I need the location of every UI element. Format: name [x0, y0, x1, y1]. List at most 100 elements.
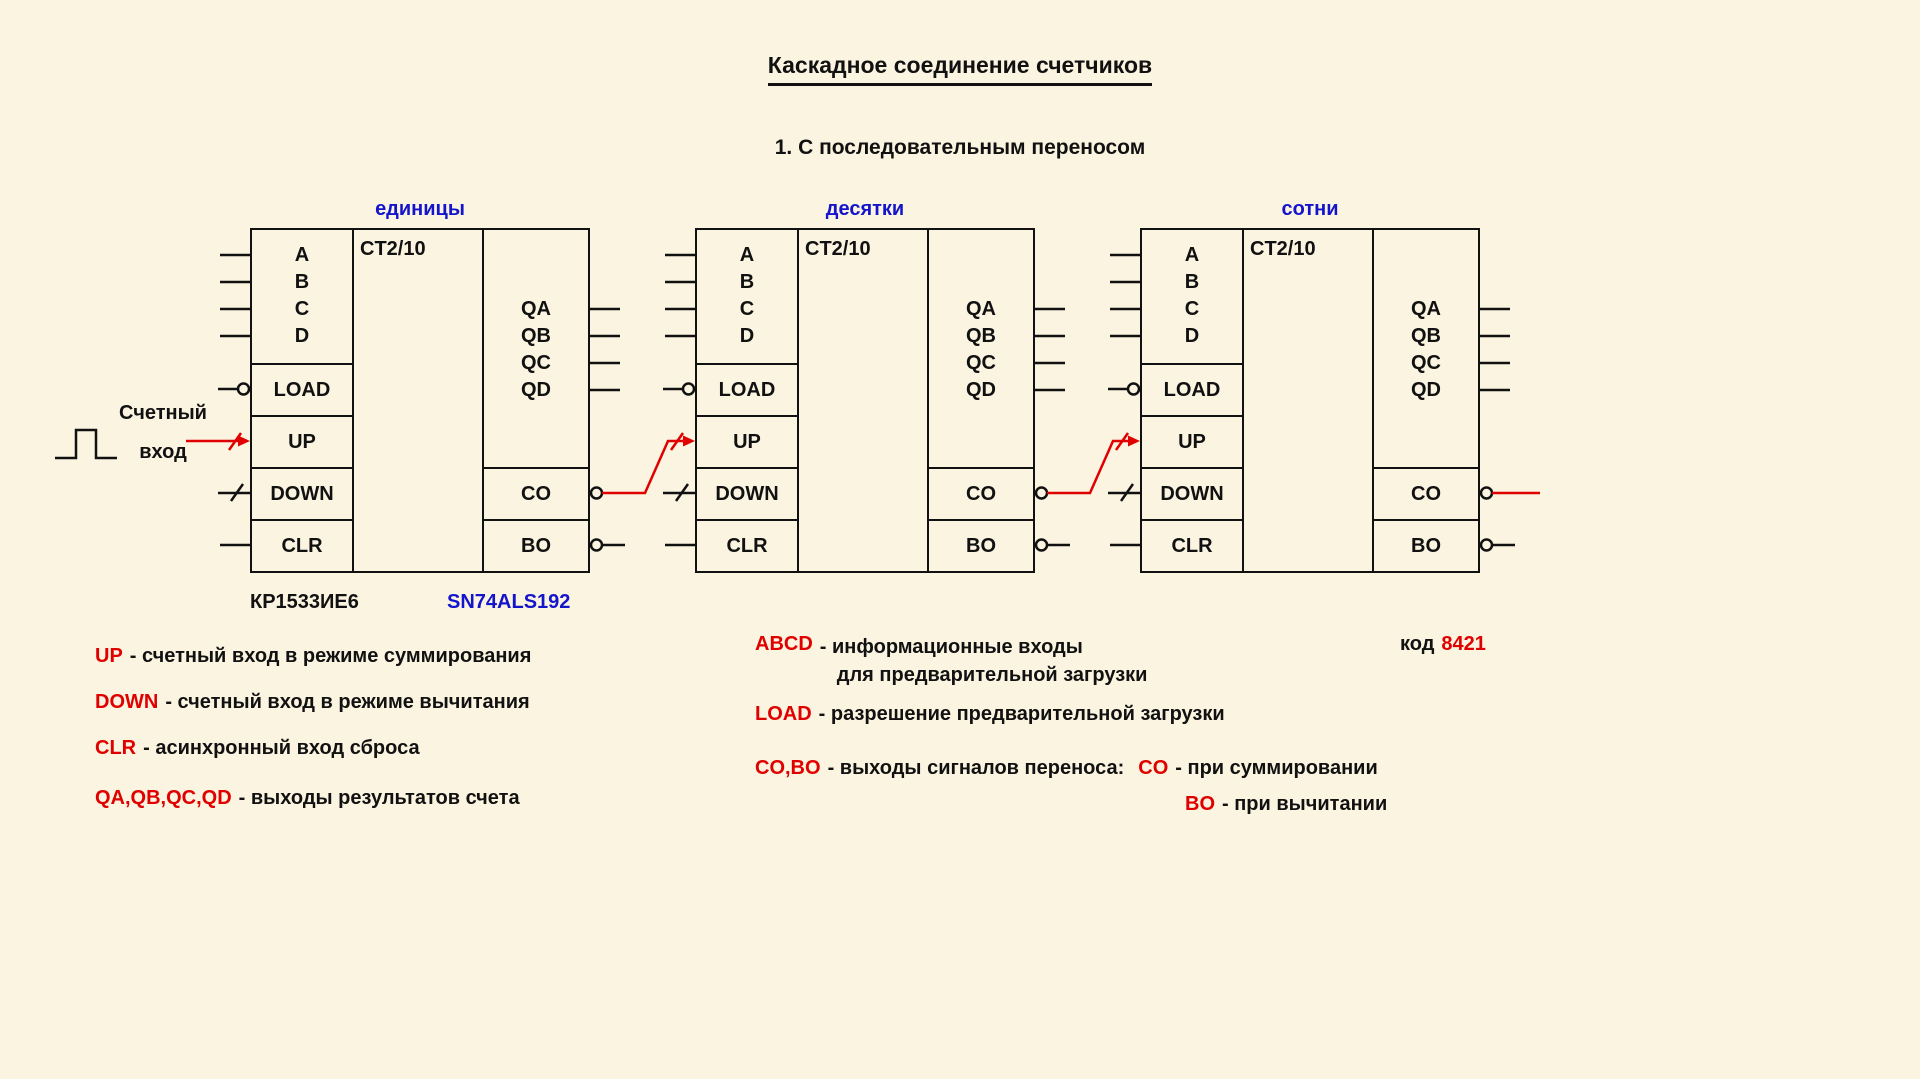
pin-cell-down: DOWN	[697, 467, 797, 519]
clock-input-label-line1: Счетный	[119, 402, 207, 424]
legend-term: QA,QB,QC,QD	[95, 787, 232, 809]
pin-label-bo: BO	[521, 534, 551, 557]
code-note: код 8421	[1400, 633, 1486, 656]
pin-label-qd: QD	[1411, 379, 1441, 401]
pin-cell-bo: BO	[929, 519, 1033, 571]
chip-group-label: сотни	[1281, 198, 1339, 220]
pin-label-qc: QC	[521, 352, 551, 374]
pin-cell-load: LOAD	[252, 363, 352, 415]
co-invert-bubble	[589, 486, 604, 500]
pin-label-c: C	[1184, 298, 1200, 320]
pin-cell-up: UP	[1142, 415, 1242, 467]
chip-group-label: десятки	[825, 198, 905, 220]
data-input-labels: A B C D	[1142, 242, 1242, 350]
pin-label-b: B	[739, 271, 755, 293]
load-invert-bubble	[681, 382, 696, 396]
legend-clr: CLR - асинхронный вход сброса	[95, 737, 420, 760]
pin-label-clr: CLR	[726, 534, 768, 557]
code-note-value: 8421	[1441, 633, 1486, 655]
counter-chip-units: единицы CT2/10 A B C D LOAD UP DOWN CLR …	[250, 198, 590, 573]
legend-bo-term: BO	[1185, 793, 1215, 815]
pin-label-qd: QD	[966, 379, 996, 401]
legend-term: ABCD	[755, 633, 813, 655]
pin-label-co: CO	[1411, 482, 1441, 505]
legend-up: UP- счетный вход в режиме суммирования	[95, 645, 531, 668]
chip-type-label: CT2/10	[1250, 238, 1316, 260]
legend-term: LOAD	[755, 703, 812, 725]
legend-term: CLR	[95, 737, 137, 759]
arrowhead-hundreds-up	[1128, 435, 1140, 447]
pin-label-down: DOWN	[270, 482, 334, 505]
pin-label-load: LOAD	[718, 378, 776, 401]
chip-outline: CT2/10 A B C D LOAD UP DOWN CLR QA QB QC…	[695, 228, 1035, 573]
legend-co-desc: - при суммировании	[1175, 757, 1378, 779]
chip-right-divider	[927, 230, 929, 571]
load-invert-bubble	[1126, 382, 1141, 396]
carry-wire-tens-to-hundreds	[1047, 439, 1128, 495]
counter-chip-tens: десятки CT2/10 A B C D LOAD UP DOWN CLR …	[695, 198, 1035, 573]
page-title: Каскадное соединение счетчиков	[0, 52, 1920, 86]
down-edge-slash	[674, 483, 690, 502]
pin-cell-clr: CLR	[1142, 519, 1242, 571]
legend-down: DOWN - счетный вход в режиме вычитания	[95, 691, 530, 714]
pin-label-a: A	[294, 244, 310, 266]
legend-q-outputs: QA,QB,QC,QD - выходы результатов счета	[95, 787, 520, 810]
counter-chip-hundreds: сотни CT2/10 A B C D LOAD UP DOWN CLR QA…	[1140, 198, 1480, 573]
pin-cell-bo: BO	[484, 519, 588, 571]
part-number-domestic: КР1533ИЕ6	[250, 591, 359, 613]
pin-label-b: B	[294, 271, 310, 293]
legend-bo: BO- при вычитании	[1185, 793, 1387, 816]
legend-load: LOAD- разрешение предварительной загрузк…	[755, 703, 1225, 726]
pin-cell-up: UP	[697, 415, 797, 467]
legend-co-term: CO	[1138, 757, 1169, 779]
pin-label-qa: QA	[1411, 298, 1441, 320]
chip-left-divider	[352, 230, 354, 571]
pin-label-co: CO	[966, 482, 996, 505]
pin-label-c: C	[739, 298, 755, 320]
carry-edge-slash	[1114, 432, 1130, 451]
carry-edge-slash	[669, 432, 685, 451]
code-note-prefix: код	[1400, 633, 1435, 655]
data-output-labels: QA QB QC QD	[1374, 296, 1478, 404]
pin-label-co: CO	[521, 482, 551, 505]
down-edge-slash	[229, 483, 245, 502]
page-subtitle: 1. С последовательным переносом	[774, 136, 1146, 159]
pin-label-d: D	[294, 325, 310, 347]
pin-cell-up: UP	[252, 415, 352, 467]
pin-label-qb: QB	[1411, 325, 1441, 347]
pin-label-clr: CLR	[281, 534, 323, 557]
pin-label-qc: QC	[1411, 352, 1441, 374]
data-output-labels: QA QB QC QD	[484, 296, 588, 404]
legend-term: DOWN	[95, 691, 159, 713]
pin-label-load: LOAD	[273, 378, 331, 401]
pin-label-qb: QB	[966, 325, 996, 347]
arrowhead-clock	[238, 435, 250, 447]
legend-desc: - выходы результатов счета	[238, 787, 520, 809]
chip-outline: CT2/10 A B C D LOAD UP DOWN CLR QA QB QC…	[1140, 228, 1480, 573]
pin-label-qd: QD	[521, 379, 551, 401]
pin-cell-load: LOAD	[697, 363, 797, 415]
pin-cell-clr: CLR	[252, 519, 352, 571]
pin-label-a: A	[1184, 244, 1200, 266]
pin-label-b: B	[1184, 271, 1200, 293]
pin-label-c: C	[294, 298, 310, 320]
legend-desc: - асинхронный вход сброса	[143, 737, 420, 759]
data-input-labels: A B C D	[252, 242, 352, 350]
chip-type-label: CT2/10	[805, 238, 871, 260]
pin-label-qb: QB	[521, 325, 551, 347]
legend-desc-line1: - информационные входы	[819, 636, 1083, 658]
pin-label-qa: QA	[521, 298, 551, 320]
legend-desc: - выходы сигналов переноса:	[827, 757, 1125, 779]
pin-label-clr: CLR	[1171, 534, 1213, 557]
legend-desc: - счетный вход в режиме суммирования	[129, 645, 532, 667]
data-input-labels: A B C D	[697, 242, 797, 350]
pin-cell-load: LOAD	[1142, 363, 1242, 415]
co-invert-bubble	[1479, 486, 1494, 500]
co-invert-bubble	[1034, 486, 1049, 500]
chip-group-label: единицы	[375, 198, 465, 220]
legend-desc: - счетный вход в режиме вычитания	[165, 691, 530, 713]
chip-left-divider	[1242, 230, 1244, 571]
chip-right-divider	[1372, 230, 1374, 571]
